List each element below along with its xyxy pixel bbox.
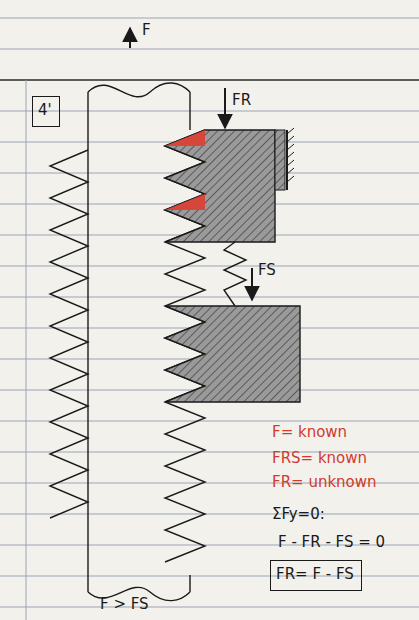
bolt-edge xyxy=(189,575,190,592)
force-arrow xyxy=(129,28,131,48)
ruled-line xyxy=(0,576,419,577)
force-arrow xyxy=(224,88,226,128)
support-hatch xyxy=(287,136,294,142)
ruled-line xyxy=(0,266,419,267)
node-text: 4' xyxy=(38,102,54,119)
result-box: FR= F - FS xyxy=(270,560,362,591)
force-label: F xyxy=(142,22,151,39)
node-text: FR= F - FS xyxy=(276,566,356,583)
ruled-line xyxy=(0,607,419,608)
ruled-line xyxy=(0,421,419,422)
loaded-flank xyxy=(165,194,205,210)
force-label: FS xyxy=(258,262,276,279)
ruled-line xyxy=(0,297,419,298)
thread xyxy=(50,150,88,518)
ruled-line xyxy=(0,18,419,19)
ruled-line xyxy=(0,79,419,81)
force-arrow xyxy=(251,268,253,300)
support-hatch xyxy=(287,152,294,158)
ruled-line xyxy=(0,49,419,50)
support-hatch xyxy=(287,144,294,150)
force-arrows xyxy=(130,28,252,300)
equation: F - FR - FS = 0 xyxy=(278,534,385,551)
support-hatch xyxy=(287,176,294,182)
note: FRS= known xyxy=(272,450,367,467)
figure-number-box: 4' xyxy=(32,96,60,127)
support-hatch xyxy=(287,160,294,166)
nut xyxy=(165,306,300,402)
nuts xyxy=(165,128,300,402)
nut xyxy=(165,130,275,242)
margin-line xyxy=(26,80,27,620)
note: FR= unknown xyxy=(272,474,377,491)
break-line xyxy=(88,83,190,97)
bolt-edge xyxy=(87,92,88,592)
spring xyxy=(224,242,246,306)
equation: ΣFy=0: xyxy=(272,506,325,523)
ruled-line xyxy=(0,514,419,515)
loaded-flank xyxy=(165,130,205,146)
ruled-line xyxy=(0,111,419,112)
support-hatch xyxy=(287,128,294,134)
bolt-edge xyxy=(189,92,190,130)
note: F > FS xyxy=(100,596,149,613)
notebook-lines xyxy=(0,18,419,620)
force-label: FR xyxy=(232,92,251,109)
support-hatch xyxy=(287,168,294,174)
note: F= known xyxy=(272,424,347,441)
nut-collar xyxy=(275,130,285,190)
